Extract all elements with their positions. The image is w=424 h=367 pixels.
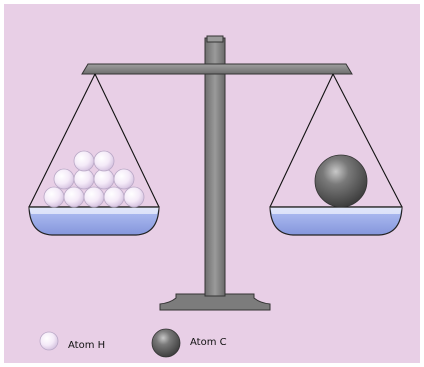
hydrogen-atom [83, 186, 105, 208]
hydrogen-atom [93, 168, 115, 190]
legend: Atom H Atom C [39, 328, 227, 358]
right-pan [269, 206, 403, 236]
hydrogen-atom [43, 186, 65, 208]
scale-pole-cap [206, 35, 224, 43]
right-pan-strings [269, 73, 403, 208]
hydrogen-atom [93, 150, 115, 172]
hydrogen-atom [73, 168, 95, 190]
hydrogen-atom [103, 186, 125, 208]
hydrogen-atom [53, 168, 75, 190]
left-pan-strings [28, 73, 160, 208]
hydrogen-atom-icon [39, 331, 59, 351]
hydrogen-atom [63, 186, 85, 208]
legend-label-carbon: Atom C [190, 337, 227, 348]
carbon-atom [314, 154, 368, 208]
left-pan [28, 206, 160, 236]
hydrogen-atom [73, 150, 95, 172]
carbon-atoms-group [314, 154, 368, 208]
scale-pole [204, 37, 226, 297]
scale-base [159, 293, 271, 311]
scale-beam [81, 63, 353, 75]
hydrogen-atoms-group [43, 150, 145, 208]
carbon-atom-icon [151, 328, 181, 358]
hydrogen-atom [123, 186, 145, 208]
legend-label-hydrogen: Atom H [68, 340, 105, 351]
hydrogen-atom [113, 168, 135, 190]
